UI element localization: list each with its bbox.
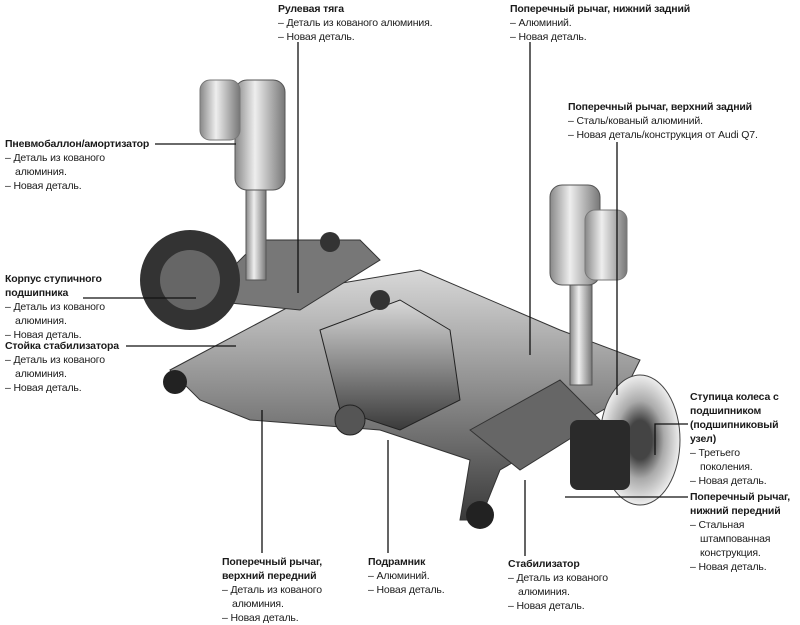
label-stabilizer: Стабилизатор Деталь из кованого алюминия… (508, 557, 618, 613)
label-item: Новая деталь/конструкция от Audi Q7. (568, 128, 757, 142)
label-lower-rear-control-arm: Поперечный рычаг, нижний задний Алюминий… (510, 2, 690, 44)
label-item: Новая деталь. (278, 30, 432, 44)
label-title: Поперечный рычаг, верхний передний (222, 556, 323, 582)
label-item: Деталь из кованого алюминия. (222, 583, 327, 611)
label-item: Новая деталь. (5, 328, 115, 342)
label-item: Деталь из кованого алюминия. (508, 571, 618, 599)
label-item: Деталь из кованого алюминия. (5, 353, 115, 381)
bushings (163, 232, 494, 529)
left-strut (199, 79, 286, 281)
label-item: Новая деталь. (5, 381, 115, 395)
label-item: Новая деталь. (690, 560, 780, 574)
label-title: Поперечный рычаг, верхний задний (568, 101, 752, 113)
label-title: Пневмобаллон/амортизатор (5, 138, 150, 150)
label-item: Новая деталь. (690, 474, 775, 488)
label-title: Поперечный рычаг, нижний передний (690, 491, 791, 517)
label-item: Третьего поколения. (690, 446, 775, 474)
label-title: Подрамник (368, 556, 426, 568)
label-title: Поперечный рычаг, нижний задний (510, 3, 691, 15)
label-upper-front-control-arm: Поперечный рычаг, верхний передний Детал… (222, 555, 332, 625)
differential (319, 299, 461, 436)
leader-lines (83, 42, 688, 556)
label-item: Деталь из кованого алюминия. (278, 16, 432, 30)
label-title: Рулевая тяга (278, 3, 344, 15)
label-title: Корпус ступичного подшипника (5, 273, 102, 299)
label-item: Новая деталь. (5, 179, 115, 193)
label-title: Ступица колеса с подшипником (подшипнико… (690, 391, 779, 445)
label-upper-rear-control-arm: Поперечный рычаг, верхний задний Сталь/к… (568, 100, 758, 142)
label-item: Новая деталь. (368, 583, 444, 597)
label-stabilizer-link: Стойка стабилизатора Деталь из кованого … (5, 339, 130, 395)
label-item: Новая деталь. (222, 611, 327, 625)
right-brake-disc (570, 374, 681, 506)
label-title: Стабилизатор (508, 558, 580, 570)
label-item: Новая деталь. (508, 599, 618, 613)
label-item: Алюминий. (368, 569, 445, 583)
label-item: Деталь из кованого алюминия. (5, 300, 115, 328)
label-item: Алюминий. (510, 16, 690, 30)
label-wheel-hub-bearing: Ступица колеса с подшипником (подшипнико… (690, 390, 798, 488)
label-lower-front-control-arm: Поперечный рычаг, нижний передний Стальн… (690, 490, 800, 574)
label-air-spring-damper: Пневмобаллон/амортизатор Деталь из кован… (5, 137, 155, 193)
label-title: Стойка стабилизатора (5, 340, 119, 352)
label-wheel-bearing-housing: Корпус ступичного подшипника Деталь из к… (5, 272, 115, 342)
label-item: Новая деталь. (510, 30, 690, 44)
label-subframe: Подрамник Алюминий.Новая деталь. (368, 555, 445, 597)
label-item: Деталь из кованого алюминия. (5, 151, 115, 179)
label-item: Стальная штампованная конструкция. (690, 518, 780, 560)
label-steering-tie-rod: Рулевая тяга Деталь из кованого алюминия… (278, 2, 433, 44)
left-hub (140, 230, 240, 330)
label-item: Сталь/кованый алюминий. (568, 114, 758, 128)
